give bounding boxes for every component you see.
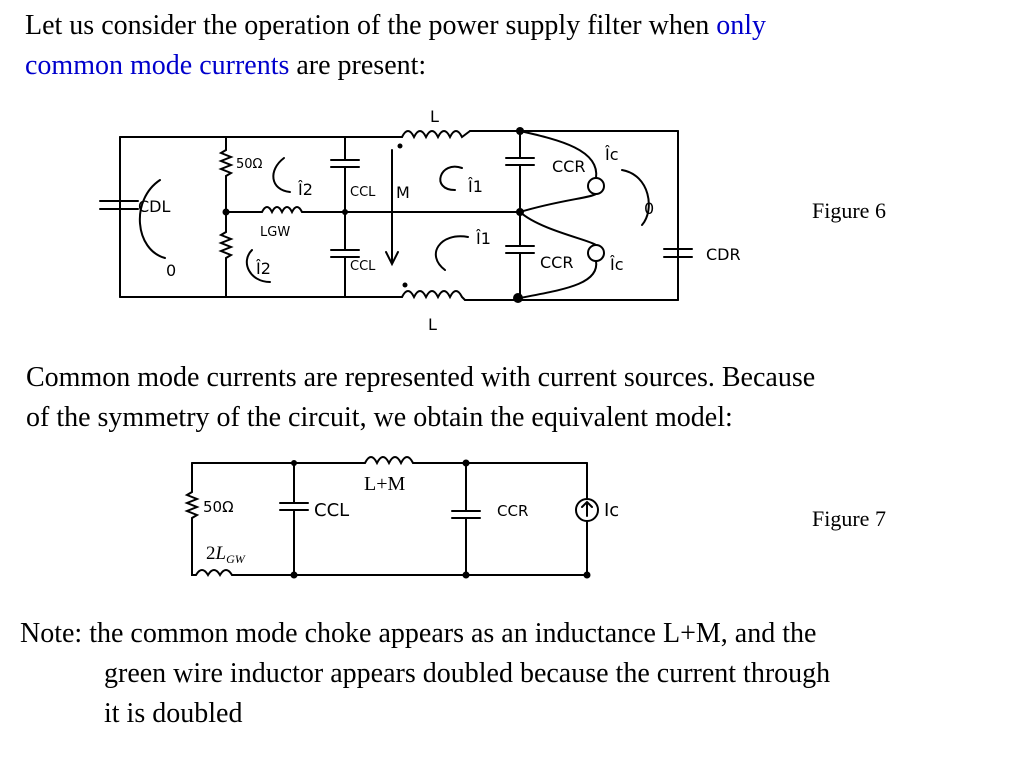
note-line2: green wire inductor appears doubled beca… — [104, 658, 831, 689]
fig7-label-ic: Ic — [604, 500, 619, 521]
fig6-mesh-arrow-i2-bottom — [245, 249, 271, 283]
intro-text-after: are present: — [289, 50, 427, 81]
fig6-label-cdl: CDL — [138, 197, 170, 216]
fig7-ccr-capacitor — [451, 462, 481, 576]
fig6-middle-wire — [225, 206, 521, 215]
fig6-label-l-bottom: L — [428, 315, 437, 334]
fig6-label-i2-top: Î2 — [297, 180, 313, 199]
fig6-ccr-curve-bottom — [519, 211, 597, 246]
intro-highlight-only: only — [716, 10, 767, 41]
explanation-paragraph: Common mode currents are represented wit… — [26, 358, 1006, 438]
fig6-label-i1-top: Î1 — [467, 177, 483, 196]
fig6-label-ccl-top: CCL — [350, 185, 376, 200]
fig6-mesh-arrow-i1-top — [439, 165, 463, 191]
note-line3: it is doubled — [104, 698, 243, 729]
fig6-label-zero-left: 0 — [166, 261, 176, 280]
fig6-mesh-arrow-cdl — [138, 179, 166, 259]
fig6-mutual-arrowhead — [385, 251, 399, 267]
fig6-label-50ohm: 50Ω — [236, 157, 263, 172]
fig6-ccr-vertical — [505, 130, 535, 301]
fig6-label-ccl-bottom: CCL — [350, 259, 376, 274]
fig7-label-ccl: CCL — [314, 500, 349, 521]
fig7-lgw-inductor — [191, 559, 233, 577]
fig6-label-ccr-top: CCR — [552, 157, 585, 176]
fig6-label-ccr-bottom: CCR — [540, 253, 573, 272]
fig6-mesh-arrow-right — [621, 169, 650, 226]
fig6-mesh-arrow-i1-bottom — [434, 235, 469, 271]
figure6-caption: Figure 6 — [812, 198, 886, 223]
explanation-line2: of the symmetry of the circuit, we obtai… — [26, 402, 733, 433]
fig6-label-l-top: L — [430, 107, 439, 126]
fig6-label-zero-right: 0 — [644, 199, 654, 218]
fig6-source-wire-bottom — [519, 260, 598, 299]
fig7-label-lm: L+M — [364, 473, 405, 495]
fig6-label-i2-bottom: Î2 — [255, 259, 271, 278]
note-paragraph: Note: the common mode choke appears as a… — [20, 614, 1010, 734]
intro-paragraph: Let us consider the operation of the pow… — [25, 6, 1005, 86]
fig6-label-ic-bottom: Îc — [609, 255, 624, 274]
note-line1: Note: the common mode choke appears as a… — [20, 618, 817, 649]
fig6-ccr-curve-top — [519, 193, 597, 213]
fig7-current-source — [575, 498, 599, 522]
fig6-label-m: M — [396, 183, 410, 202]
fig6-source-wire-top — [519, 130, 598, 179]
fig6-resistor-top — [218, 136, 234, 213]
figure7-caption: Figure 7 — [812, 506, 886, 531]
fig7-ccl-capacitor — [279, 462, 309, 576]
fig7-label-ccr: CCR — [497, 502, 528, 520]
intro-highlight-common-mode: common mode currents — [25, 50, 290, 81]
fig7-top-wire — [191, 456, 588, 466]
fig6-inductor-bottom — [401, 290, 466, 301]
fig6-ccl-vertical — [330, 136, 360, 298]
intro-text-before: Let us consider the operation of the pow… — [25, 10, 717, 41]
fig7-left-vertical — [184, 462, 200, 561]
fig6-cdl-capacitor — [99, 200, 139, 210]
fig6-label-cdr: CDR — [706, 245, 741, 264]
fig7-source-arrow — [581, 500, 593, 517]
fig7-label-50ohm: 50Ω — [203, 498, 234, 516]
fig6-inductor-top — [401, 130, 471, 140]
fig6-label-lgw: LGW — [260, 225, 290, 240]
fig7-label-2lgw: 2LGW — [206, 543, 246, 566]
fig6-label-ic-top: Îc — [604, 145, 619, 164]
fig6-cdr-capacitor — [663, 248, 693, 258]
fig6-label-i1-bottom: Î1 — [475, 229, 491, 248]
fig6-mesh-arrow-i2-top — [272, 157, 291, 193]
explanation-line1: Common mode currents are represented wit… — [26, 362, 816, 393]
fig6-resistor-bottom — [218, 211, 234, 298]
